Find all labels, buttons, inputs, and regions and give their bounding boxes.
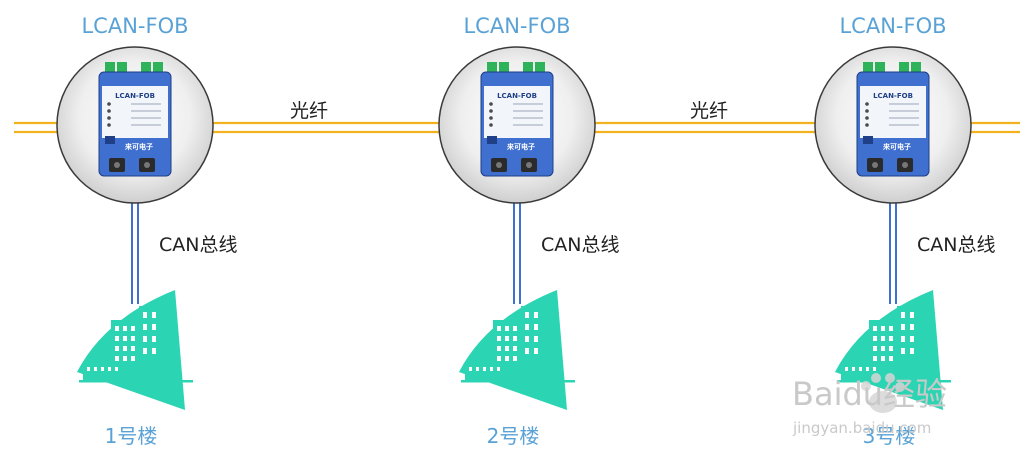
device-maker-text: 来可电子	[882, 142, 911, 151]
building-label: 2号楼	[487, 424, 540, 448]
building-label: 3号楼	[863, 424, 916, 448]
device-label: LCAN-FOB	[839, 14, 946, 38]
building-icon	[835, 290, 951, 410]
baidu-watermark: Baidu经验 jingyan.baidu.com	[792, 373, 947, 437]
can-bus-label: CAN总线	[541, 234, 619, 256]
device-maker-text: 来可电子	[506, 142, 535, 151]
building-label: 1号楼	[105, 424, 158, 448]
building-icon	[77, 290, 193, 410]
optical-converter-icon: LCAN-FOB 来可电子	[480, 62, 554, 177]
fiber-label-2: 光纤	[690, 100, 728, 122]
optical-converter-icon: LCAN-FOB 来可电子	[98, 62, 172, 177]
device-label: LCAN-FOB	[463, 14, 570, 38]
baidu-paw-icon	[861, 373, 905, 413]
watermark-url: jingyan.baidu.com	[792, 419, 931, 437]
network-node: LCAN-FOB CAN总线 LCAN-FOB 来可电子 3号楼	[814, 14, 995, 448]
network-node: LCAN-FOB CAN总线 LCAN-FOB 来可电子 1号楼	[56, 14, 237, 448]
device-brand-text: LCAN-FOB	[115, 92, 155, 100]
fiber-label-1: 光纤	[290, 100, 328, 122]
can-bus-label: CAN总线	[159, 234, 237, 256]
device-maker-text: 来可电子	[124, 142, 153, 151]
optical-converter-icon: LCAN-FOB 来可电子	[856, 62, 930, 177]
building-icon	[459, 290, 575, 410]
can-bus-label: CAN总线	[917, 234, 995, 256]
device-brand-text: LCAN-FOB	[873, 92, 913, 100]
node-group: LCAN-FOB CAN总线 LCAN-FOB 来可电子 1号楼 LCAN-FOB CAN总…	[56, 14, 995, 448]
device-label: LCAN-FOB	[81, 14, 188, 38]
network-node: LCAN-FOB CAN总线 LCAN-FOB 来可电子 2号楼	[438, 14, 619, 448]
device-brand-text: LCAN-FOB	[497, 92, 537, 100]
watermark-brand: Baidu经验	[792, 375, 947, 413]
